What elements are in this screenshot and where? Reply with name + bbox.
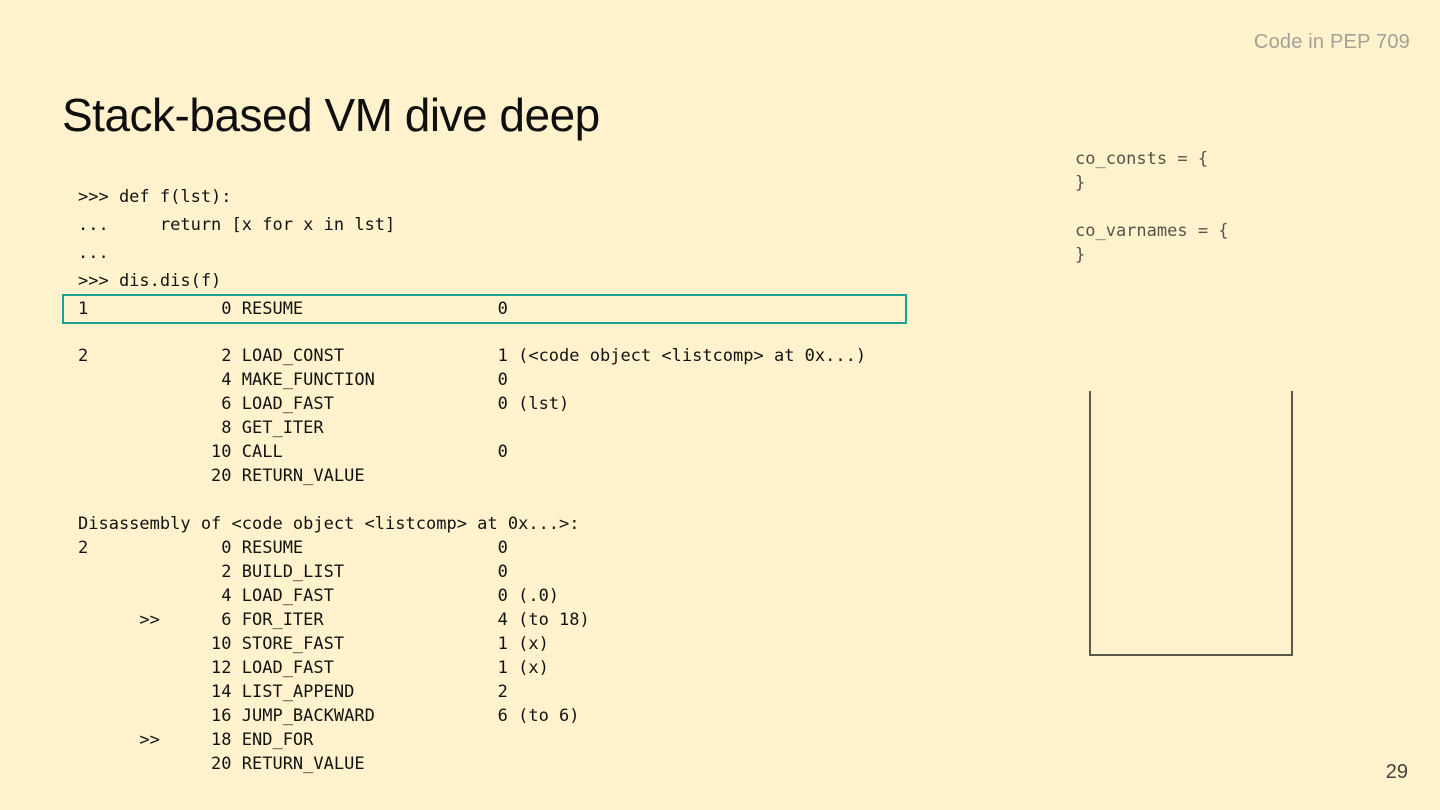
code-line: 10 CALL 0 — [78, 442, 508, 462]
side-panel-line — [1075, 195, 1229, 219]
code-line: >> 6 FOR_ITER 4 (to 18) — [78, 610, 590, 630]
highlighted-instruction-line: 1 0 RESUME 0 — [62, 294, 907, 324]
side-panel-line: } — [1075, 245, 1086, 265]
code-object-attributes-panel: co_consts = { } co_varnames = { } — [1075, 147, 1229, 267]
code-line: Disassembly of <code object <listcomp> a… — [78, 514, 580, 534]
code-line: ... — [78, 243, 109, 263]
side-panel-line: co_varnames = { — [1075, 221, 1229, 241]
code-line: 14 LIST_APPEND 2 — [78, 682, 508, 702]
code-line: 2 0 RESUME 0 — [78, 538, 508, 558]
disassembly-code-block: 2 2 LOAD_CONST 1 (<code object <listcomp… — [63, 344, 866, 776]
repl-code-block: >>> def f(lst): ... return [x for x in l… — [62, 183, 907, 324]
code-line: 10 STORE_FAST 1 (x) — [78, 634, 549, 654]
page-number: 29 — [1385, 761, 1408, 783]
code-line: 2 2 LOAD_CONST 1 (<code object <listcomp… — [78, 346, 867, 366]
header-label: Code in PEP 709 — [1253, 31, 1410, 53]
side-panel-line: } — [1075, 173, 1086, 193]
code-line: 4 LOAD_FAST 0 (.0) — [78, 586, 560, 606]
code-line: 16 JUMP_BACKWARD 6 (to 6) — [78, 706, 580, 726]
code-line: >>> dis.dis(f) — [78, 271, 222, 291]
code-line: >> 18 END_FOR — [78, 730, 314, 750]
code-line: 2 BUILD_LIST 0 — [78, 562, 508, 582]
code-line: 4 MAKE_FUNCTION 0 — [78, 370, 508, 390]
page-title: Stack-based VM dive deep — [62, 89, 600, 141]
code-line: 12 LOAD_FAST 1 (x) — [78, 658, 549, 678]
code-line: ... return [x for x in lst] — [78, 215, 396, 235]
code-line: >>> def f(lst): — [78, 187, 232, 207]
code-line: 20 RETURN_VALUE — [78, 466, 365, 486]
side-panel-line: co_consts = { — [1075, 149, 1209, 169]
code-line: 20 RETURN_VALUE — [78, 754, 365, 774]
code-line: 8 GET_ITER — [78, 418, 324, 438]
stack-diagram — [1089, 391, 1293, 656]
code-line — [63, 488, 866, 512]
code-line: 6 LOAD_FAST 0 (lst) — [78, 394, 570, 414]
